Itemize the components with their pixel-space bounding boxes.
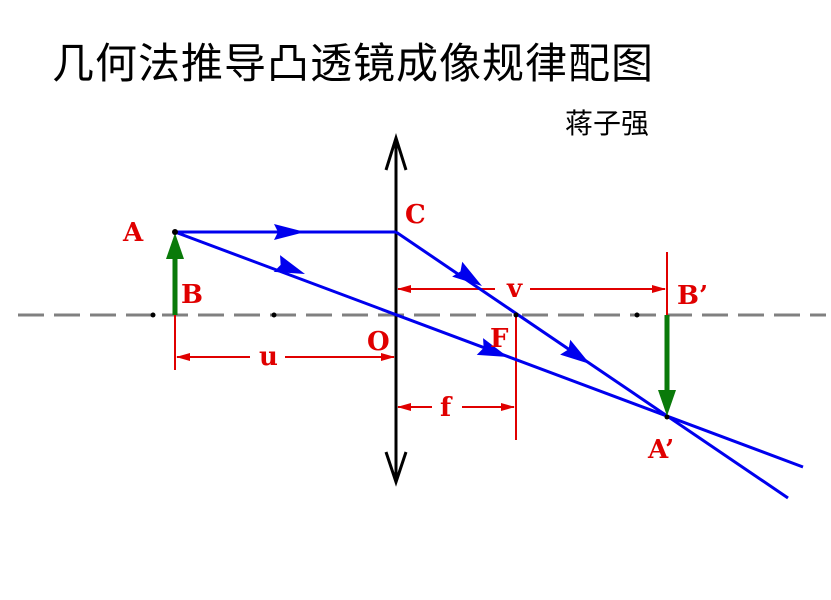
ray-direction-arrows <box>273 224 590 364</box>
convex-lens <box>384 132 408 487</box>
label-v: v <box>506 274 523 304</box>
dimension-lines <box>174 252 668 440</box>
author-name: 蒋子强 <box>565 107 650 140</box>
label-f: f <box>440 393 453 423</box>
diagram-title: 几何法推导凸透镜成像规律配图 <box>52 39 655 88</box>
object-arrow <box>166 233 184 315</box>
label-u: u <box>259 342 278 372</box>
label-B: B <box>181 280 203 310</box>
label-O: O <box>367 327 390 357</box>
image-arrow <box>658 315 676 416</box>
label-A-prime: A’ <box>647 435 674 465</box>
label-F: F <box>490 324 509 354</box>
label-B-prime: B’ <box>677 281 708 311</box>
label-C: C <box>405 200 426 230</box>
label-A: A <box>122 218 144 248</box>
axis-points <box>150 229 670 420</box>
